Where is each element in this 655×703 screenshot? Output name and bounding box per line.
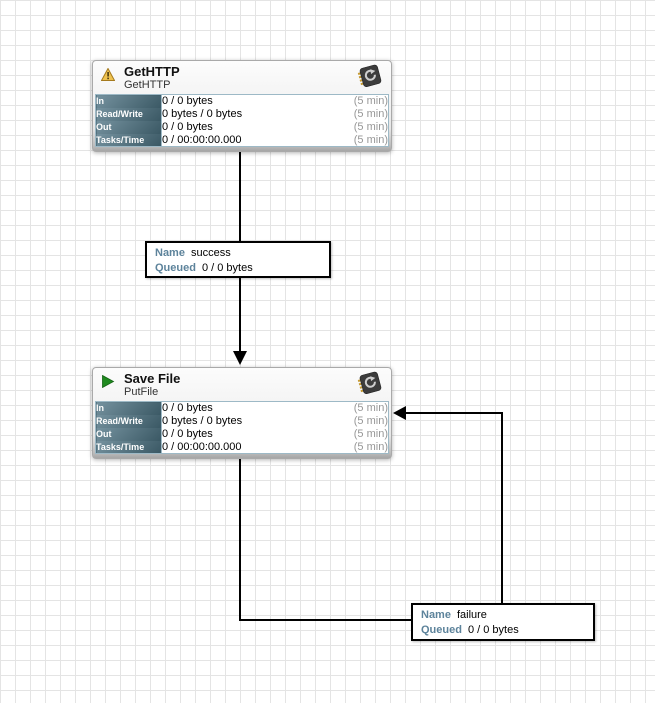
- processor-titles: Save File PutFile: [124, 372, 385, 399]
- stats-label: Tasks/Time: [95, 440, 162, 454]
- processor-header: Save File PutFile: [93, 368, 391, 401]
- stats-row-taskstime: Tasks/Time 0 / 00:00:00.000 (5 min): [95, 440, 389, 454]
- connection-name-label: Name: [421, 609, 451, 621]
- stats-window: (5 min): [353, 108, 388, 120]
- connection-name-row: Name failure: [421, 608, 585, 623]
- stats-label: In: [95, 401, 162, 415]
- connection-label-success[interactable]: Name success Queued 0 / 0 bytes: [145, 241, 331, 278]
- stats-label: Read/Write: [95, 414, 162, 428]
- stats-row-readwrite: Read/Write 0 bytes / 0 bytes (5 min): [95, 414, 389, 428]
- arrowhead-left-icon: [393, 406, 406, 420]
- processor-stats-table: In 0 / 0 bytes (5 min) Read/Write 0 byte…: [95, 401, 389, 454]
- stats-row-taskstime: Tasks/Time 0 / 00:00:00.000 (5 min): [95, 133, 389, 147]
- processor-type: PutFile: [124, 386, 159, 398]
- connection-name-row: Name success: [155, 246, 321, 261]
- stats-label: Out: [95, 427, 162, 441]
- connection-queued-value: 0 / 0 bytes: [467, 624, 519, 636]
- processor-title: GetHTTP: [124, 64, 180, 79]
- stats-window: (5 min): [353, 428, 388, 440]
- stats-value: 0 / 00:00:00.000: [162, 133, 242, 146]
- stats-row-out: Out 0 / 0 bytes (5 min): [95, 427, 389, 441]
- connection-name-value: failure: [456, 609, 487, 621]
- connection-label-failure[interactable]: Name failure Queued 0 / 0 bytes: [411, 603, 595, 641]
- stats-label: Out: [95, 120, 162, 134]
- processor-header: GetHTTP GetHTTP: [93, 61, 391, 94]
- processor-titles: GetHTTP GetHTTP: [124, 65, 385, 92]
- stats-row-out: Out 0 / 0 bytes (5 min): [95, 120, 389, 134]
- connection-queued-label: Queued: [421, 624, 462, 636]
- stats-value: 0 / 0 bytes: [162, 402, 213, 415]
- connection-queued-row: Queued 0 / 0 bytes: [421, 623, 585, 638]
- stats-window: (5 min): [353, 133, 388, 146]
- connection-queued-row: Queued 0 / 0 bytes: [155, 261, 321, 276]
- running-icon: [101, 374, 115, 389]
- stats-label: Tasks/Time: [95, 133, 162, 147]
- stats-value: 0 bytes / 0 bytes: [162, 108, 243, 120]
- connection-name-label: Name: [155, 247, 185, 259]
- stats-window: (5 min): [353, 95, 388, 108]
- stats-row-in: In 0 / 0 bytes (5 min): [95, 94, 389, 108]
- connection-queued-label: Queued: [155, 262, 196, 274]
- processor-savefile[interactable]: Save File PutFile: [92, 367, 392, 459]
- processor-title: Save File: [124, 371, 181, 386]
- processor-gethttp[interactable]: GetHTTP GetHTTP: [92, 60, 392, 152]
- stats-value: 0 / 0 bytes: [162, 428, 213, 440]
- arrowhead-down-icon: [233, 351, 247, 365]
- stats-value: 0 / 0 bytes: [162, 95, 213, 108]
- stats-window: (5 min): [353, 440, 388, 453]
- stats-label: Read/Write: [95, 107, 162, 121]
- stats-window: (5 min): [353, 402, 388, 415]
- processor-type: GetHTTP: [124, 79, 171, 91]
- stats-row-readwrite: Read/Write 0 bytes / 0 bytes (5 min): [95, 107, 389, 121]
- processor-stats-table: In 0 / 0 bytes (5 min) Read/Write 0 byte…: [95, 94, 389, 147]
- stats-label: In: [95, 94, 162, 108]
- stats-value: 0 / 0 bytes: [162, 121, 213, 133]
- warning-icon: [100, 67, 116, 81]
- stats-window: (5 min): [353, 121, 388, 133]
- processor-chip-icon: [356, 63, 384, 90]
- stats-window: (5 min): [353, 415, 388, 427]
- processor-chip-icon: [356, 370, 384, 397]
- stats-value: 0 bytes / 0 bytes: [162, 415, 243, 427]
- connection-name-value: success: [190, 247, 231, 259]
- stats-row-in: In 0 / 0 bytes (5 min): [95, 401, 389, 415]
- stats-value: 0 / 00:00:00.000: [162, 440, 242, 453]
- connection-queued-value: 0 / 0 bytes: [201, 262, 253, 274]
